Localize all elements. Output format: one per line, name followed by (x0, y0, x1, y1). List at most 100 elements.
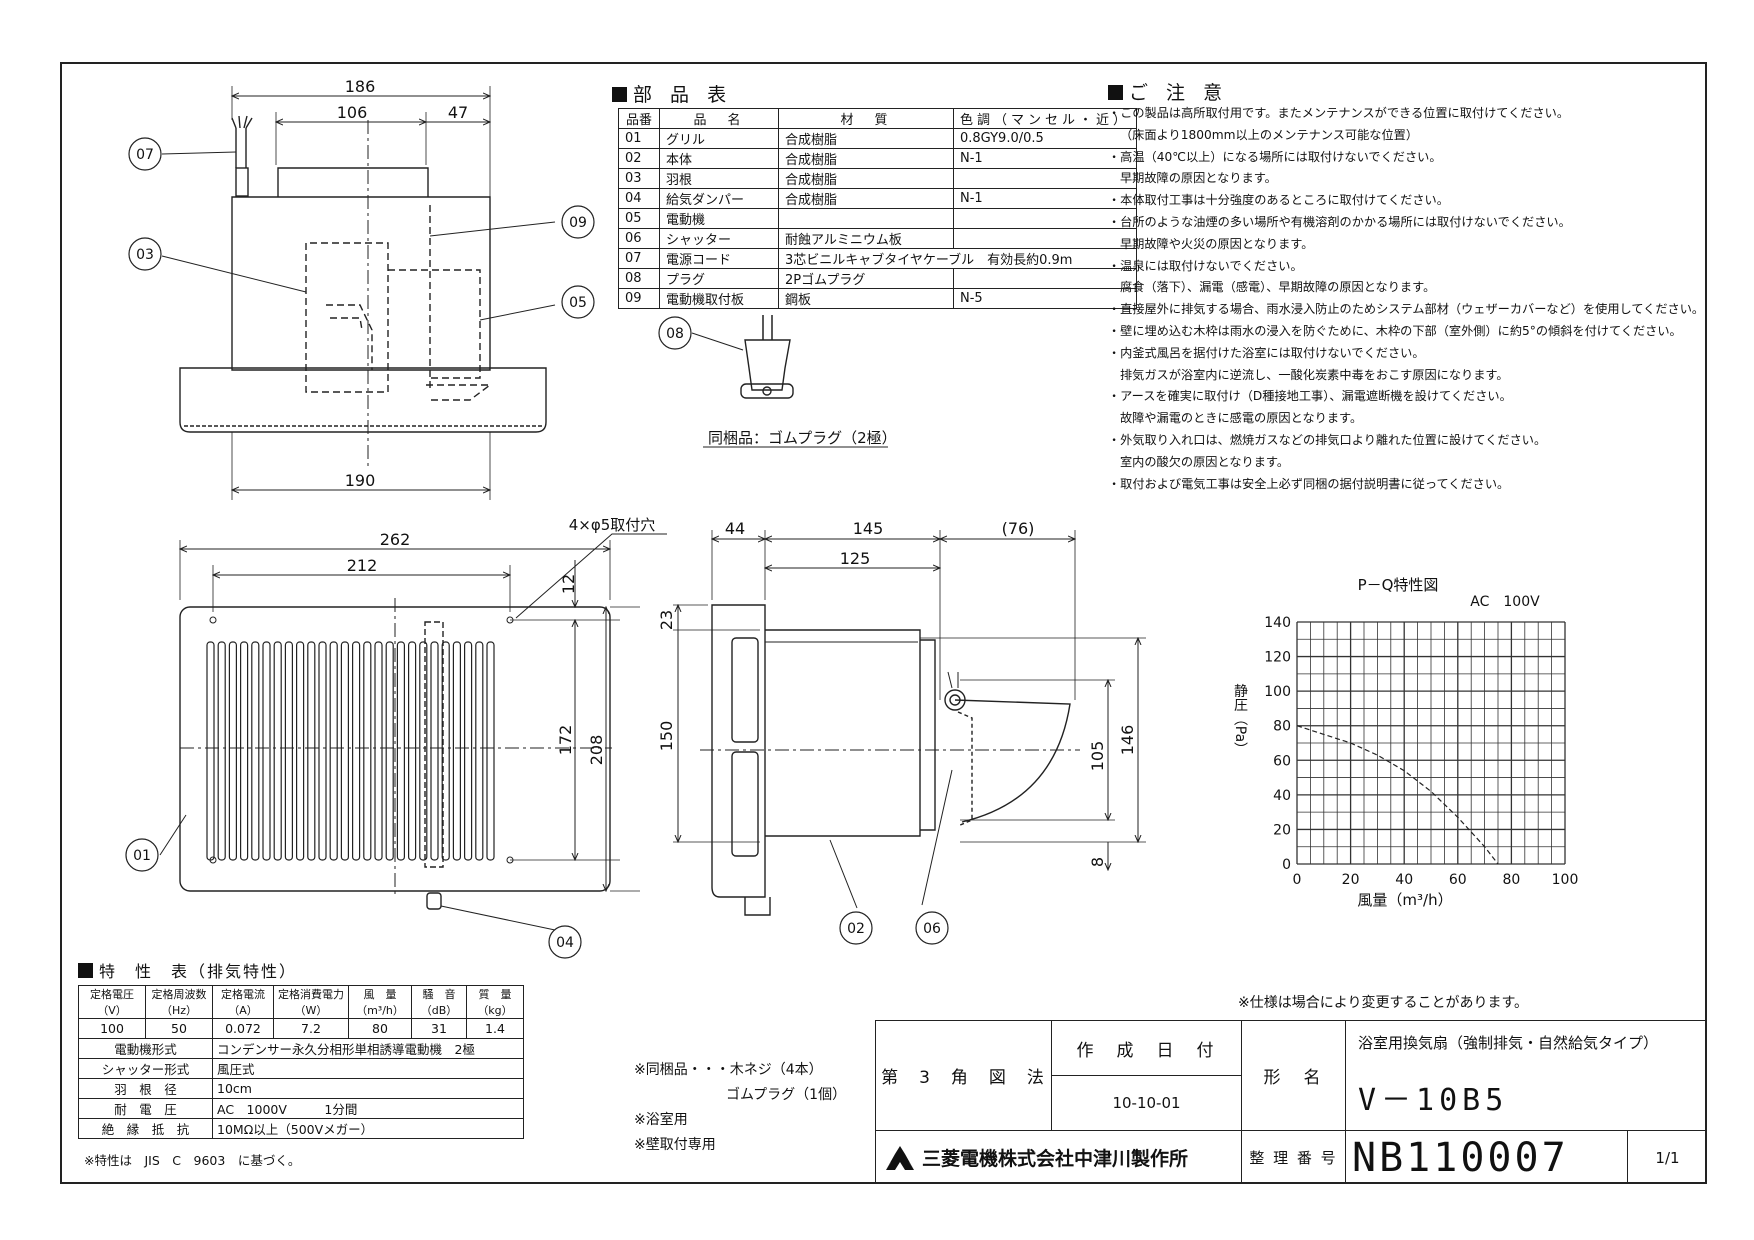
grille-slat (441, 641, 450, 861)
callout-03-label: 03 (136, 247, 154, 263)
spec-row-label: 耐 電 圧 (78, 1098, 213, 1119)
accessories-line4: ※壁取付専用 (634, 1137, 716, 1153)
parts-header-2: 材 質 (778, 108, 954, 129)
pq-curve (1296, 725, 1499, 865)
spec-header: 定格周波数 (145, 985, 213, 1002)
spec-value: 1.4 (466, 1018, 524, 1039)
pq-xtick: 100 (1552, 872, 1579, 888)
callout-01 (125, 838, 159, 872)
spec-header: 騒 音 (411, 985, 467, 1002)
pq-ytick: 0 (1282, 857, 1291, 873)
grille-slat (206, 641, 215, 861)
spec-header: 質 量 (466, 985, 524, 1002)
spec-header: （A） (212, 1002, 274, 1019)
pq-chart-grid (1296, 621, 1566, 865)
note-line: ・本体取付工事は十分強度のあるところに取付けてください。 (1108, 193, 1449, 208)
pq-ytick: 80 (1273, 719, 1291, 735)
note-line: ・アースを確実に取付け（D種接地工事）、漏電遮断機を設けてください。 (1108, 389, 1512, 404)
spec-row-value: AC 1000V 1分間 (212, 1098, 524, 1119)
spec-header: （W） (273, 1002, 349, 1019)
parts-header-1: 品 名 (659, 108, 779, 129)
spec-value: 50 (145, 1018, 213, 1039)
dim-150: 150 (657, 721, 676, 752)
grille-slat (419, 641, 428, 861)
grille-slat (486, 641, 495, 861)
parts-cell: 羽根 (659, 168, 779, 189)
dim-212: 212 (347, 556, 378, 575)
dim-12: 12 (559, 574, 578, 594)
grille-slat (307, 641, 316, 861)
plug-drawing (691, 315, 888, 448)
drawing-number-label: 整 理 番 号 (1241, 1130, 1345, 1184)
parts-cell: 2Pゴムプラグ (778, 268, 954, 289)
note-line: ・取付および電気工事は安全上必ず同梱の据付説明書に従ってください。 (1108, 476, 1510, 491)
callout-02-label: 02 (847, 921, 865, 937)
sheet-number: 1/1 (1627, 1130, 1707, 1184)
dim-23: 23 (657, 610, 676, 630)
dim-106: 106 (337, 103, 368, 122)
grille-slat (408, 641, 417, 861)
callout-03 (128, 237, 162, 271)
parts-cell: 合成樹脂 (778, 148, 954, 169)
caution-notes: ・この製品は高所取付用です。またメンテナンスができる位置に取付けてください。（床… (1108, 103, 1708, 495)
grille-slat (452, 641, 461, 861)
note-line: 排気ガスが浴室内に逆流し、一酸化炭素中毒をおこす原因になります。 (1120, 367, 1509, 382)
callout-09 (561, 205, 595, 239)
dim-76: (76) (1002, 519, 1035, 538)
note-line: ・直接屋外に排気する場合、雨水浸入防止のためシステム部材（ウェザーカバーなど）を… (1108, 302, 1705, 317)
pq-xtick: 40 (1395, 872, 1413, 888)
note-line: 早期故障や火災の原因となります。 (1120, 236, 1314, 251)
note-line: 故障や漏電のときに感電の原因となります。 (1120, 411, 1363, 426)
pq-ytick: 40 (1273, 788, 1291, 804)
dim-190: 190 (345, 471, 376, 490)
title-block: 第 3 角 図 法 作 成 日 付 10-10-01 形 名 浴室用換気扇（強制… (875, 1020, 1707, 1184)
parts-cell (778, 208, 954, 229)
company-cell: 三菱電機株式会社中津川製作所 (875, 1130, 1241, 1184)
projection-method: 第 3 角 図 法 (875, 1020, 1051, 1130)
pq-xtick: 80 (1502, 872, 1520, 888)
parts-cell: 04 (618, 188, 660, 209)
spec-row: シャッター形式風圧式 (78, 1058, 524, 1079)
callout-08-label: 08 (666, 326, 684, 342)
pq-ytick: 20 (1273, 822, 1291, 838)
model-label: 形 名 (1241, 1020, 1345, 1130)
spec-row-label: 絶 縁 抵 抗 (78, 1118, 213, 1139)
callout-06 (915, 911, 949, 945)
spec-row-value: 10cm (212, 1078, 524, 1099)
callout-05 (561, 285, 595, 319)
parts-cell: 合成樹脂 (778, 188, 954, 209)
created-date: 10-10-01 (1051, 1075, 1241, 1130)
grille-slat (430, 641, 439, 861)
plug-caption: 同梱品：ゴムプラグ（2極） (708, 429, 897, 447)
parts-cell: グリル (659, 128, 779, 149)
spec-row-value: 風圧式 (212, 1058, 524, 1079)
hole-note: 4×φ5取付穴 (569, 516, 656, 534)
spec-value: 100 (78, 1018, 146, 1039)
grille-slats (206, 641, 495, 861)
note-line: 腐食（落下）、漏電（感電）、早期故障の原因となります。 (1120, 280, 1436, 295)
spec-value: 7.2 (273, 1018, 349, 1039)
callout-01-label: 01 (133, 848, 151, 864)
spec-table: 定格電圧定格周波数定格電流定格消費電力風 量騒 音質 量 （V）（Hz）（A）（… (78, 985, 524, 1139)
drawing-frame (60, 62, 1707, 1184)
grille-slat (273, 641, 282, 861)
parts-table-title: 部 品 表 (612, 80, 732, 107)
dim-125: 125 (840, 549, 871, 568)
spec-header: （V） (78, 1002, 146, 1019)
spec-change-note: ※仕様は場合により変更することがあります。 (1238, 995, 1529, 1011)
product-name: 浴室用換気扇（強制排気・自然給気タイプ） (1358, 1034, 1659, 1052)
accessories-notes: ※同梱品・・・木ネジ（4本） ゴムプラグ（1個） ※浴室用 ※壁取付専用 (634, 1058, 846, 1158)
spec-row-value: 10MΩ以上（500Vメガー） (212, 1118, 524, 1139)
section-view (673, 530, 1146, 916)
mitsubishi-logo-icon (886, 1145, 914, 1170)
grille-slat (464, 641, 473, 861)
spec-value: 31 (411, 1018, 467, 1039)
